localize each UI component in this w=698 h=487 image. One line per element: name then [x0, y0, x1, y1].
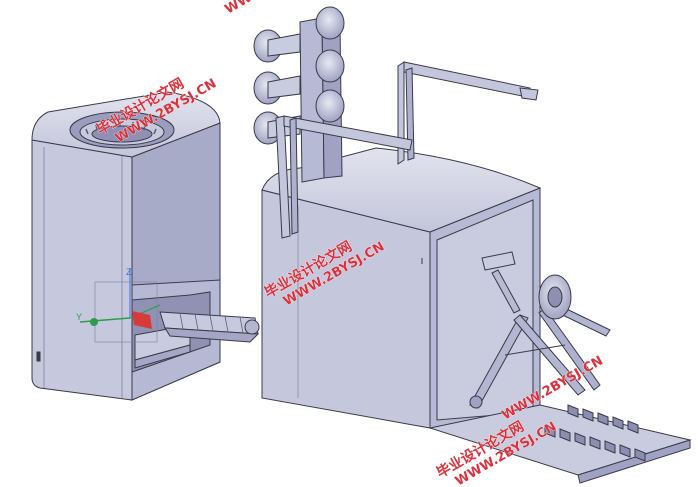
watermark-5: WWW.2BYSJ.CN — [222, 0, 329, 18]
axis-label-y: Y — [76, 312, 82, 322]
coordinate-triad: Z Y — [76, 267, 161, 343]
roller-tower — [253, 6, 345, 183]
output-tray — [428, 404, 692, 484]
vent-slots — [85, 121, 157, 135]
pedal-linkage — [469, 251, 611, 409]
handle-frames — [275, 61, 539, 239]
axis-label-z: Z — [126, 267, 132, 277]
watermark-5-line2: WWW.2BYSJ.CN — [223, 0, 329, 17]
roller-discs — [253, 6, 345, 145]
conveyor-arm — [159, 311, 260, 343]
